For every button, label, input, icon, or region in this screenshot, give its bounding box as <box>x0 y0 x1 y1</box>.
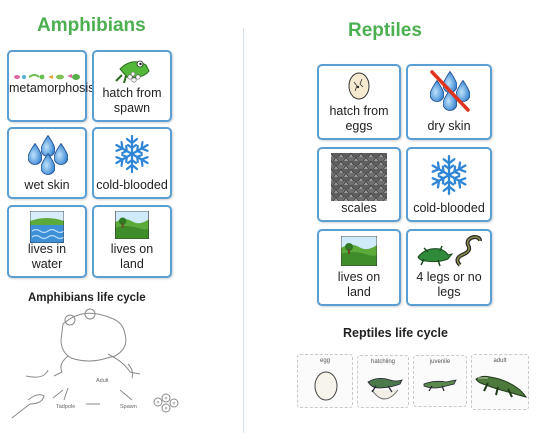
card-metamorphosis[interactable]: metamorphosis <box>7 50 95 122</box>
lifecycle-label-tadpole: Tadpole <box>56 404 76 410</box>
card-label: wet skin <box>24 178 70 192</box>
column-divider <box>243 28 244 433</box>
card-hatch-from-spawn[interactable]: hatch from spawn <box>92 50 172 122</box>
card-label: dry skin <box>427 119 471 133</box>
stage-label: hatchling <box>370 359 396 365</box>
egg-icon <box>314 371 338 401</box>
card-label: hatch from eggs <box>329 104 389 133</box>
land-habitat-icon <box>341 236 377 266</box>
land-habitat-icon <box>115 211 149 239</box>
card-lives-on-land-reptile[interactable]: lives on land <box>317 229 401 306</box>
lifecycle-stage-hatchling: hatchling <box>357 355 409 408</box>
card-dry-skin[interactable]: dry skin <box>406 64 492 140</box>
card-label: metamorphosis <box>9 81 95 95</box>
card-hatch-from-eggs[interactable]: hatch from eggs <box>317 64 401 140</box>
egg-icon <box>348 72 370 100</box>
card-label: scales <box>341 201 377 215</box>
lifecycle-label-adult: Adult <box>96 378 109 384</box>
card-cold-blooded[interactable]: cold-blooded <box>92 127 172 199</box>
metamorphosis-icon <box>14 74 80 80</box>
stage-label: juvenile <box>429 359 451 365</box>
card-label: lives on land <box>110 242 154 271</box>
dry-skin-icon <box>430 70 470 112</box>
snowflake-icon <box>112 134 152 174</box>
card-lives-on-land[interactable]: lives on land <box>92 205 172 278</box>
amphibians-lifecycle-title: Amphibians life cycle <box>28 292 146 304</box>
card-label: lives on land <box>337 270 381 299</box>
adult-crocodile-icon <box>475 375 528 398</box>
snowflake-icon <box>428 154 470 196</box>
juvenile-crocodile-icon <box>423 379 457 392</box>
lifecycle-stage-egg: egg <box>297 354 353 408</box>
stage-label: egg <box>319 358 330 364</box>
card-label: hatch from spawn <box>102 86 162 115</box>
stage-label: adult <box>493 358 507 364</box>
card-wet-skin[interactable]: wet skin <box>7 127 87 199</box>
reptiles-lifecycle-title: Reptiles life cycle <box>343 326 448 340</box>
scales-icon <box>331 153 387 201</box>
water-habitat-icon <box>30 211 64 243</box>
water-drops-icon <box>28 135 68 175</box>
frog-spawn-icon <box>115 60 150 84</box>
card-legs[interactable]: 4 legs or no legs <box>406 229 492 306</box>
lizard-snake-icon <box>417 235 482 267</box>
lifecycle-label-spawn: Spawn <box>120 404 137 410</box>
card-label: lives in water <box>27 242 67 271</box>
card-label: cold-blooded <box>96 178 168 192</box>
card-cold-blooded-reptile[interactable]: cold-blooded <box>406 147 492 222</box>
card-label: 4 legs or no legs <box>416 270 482 299</box>
amphibians-title: Amphibians <box>37 15 146 36</box>
lifecycle-stage-juvenile: juvenile <box>413 355 467 407</box>
card-label: cold-blooded <box>413 201 485 215</box>
reptiles-title: Reptiles <box>348 20 422 41</box>
hatchling-icon <box>367 378 403 400</box>
card-lives-in-water[interactable]: lives in water <box>7 205 87 278</box>
card-scales[interactable]: scales <box>317 147 401 222</box>
lifecycle-stage-adult: adult <box>471 354 529 410</box>
frog-life-cycle-diagram <box>11 308 179 419</box>
